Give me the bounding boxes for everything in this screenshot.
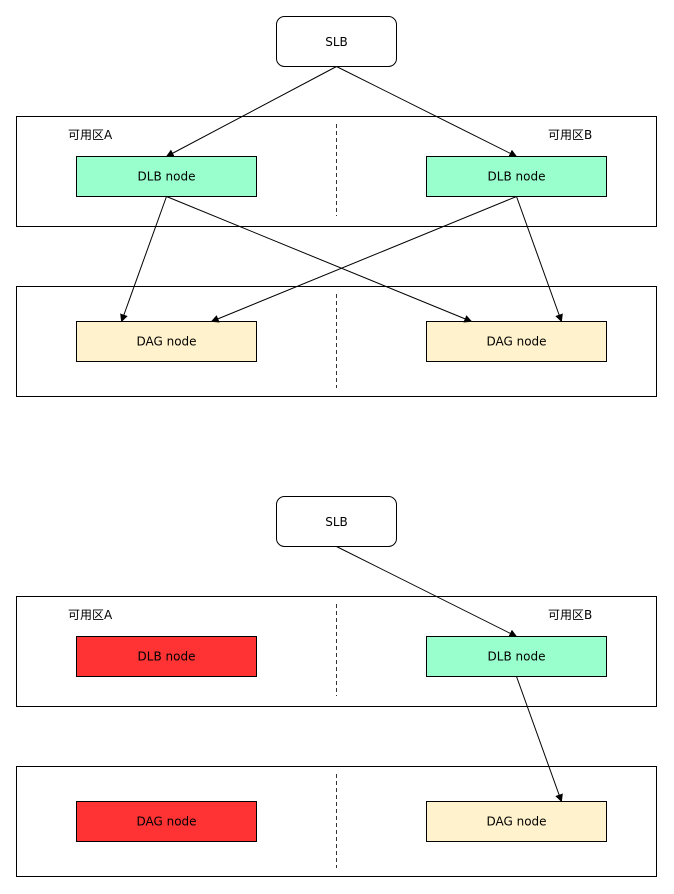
slb-node[interactable]: SLB xyxy=(276,16,397,67)
slb-label: SLB xyxy=(325,515,348,529)
edge-slb-to-dlb-b xyxy=(336,546,518,637)
edge-dlb-b-to-dag-b xyxy=(516,196,563,323)
dag-node-b-label: DAG node xyxy=(486,335,546,349)
dlb-node-a-label: DLB node xyxy=(138,650,196,664)
dag-node-b-label: DAG node xyxy=(486,815,546,829)
edge-dlb-a-to-dag-b xyxy=(166,196,473,323)
dlb-node-b[interactable]: DLB node xyxy=(426,636,607,677)
dlb-node-a-failed[interactable]: DLB node xyxy=(76,636,257,677)
slb-node[interactable]: SLB xyxy=(276,496,397,547)
diagram-1: 可用区A 可用区B SLB DLB node DLB node DAG node… xyxy=(16,16,657,397)
dlb-layer-box xyxy=(16,116,657,227)
edge-dlb-b-to-dag-b xyxy=(516,676,563,803)
edge-slb-to-dlb-b xyxy=(336,66,518,157)
zone-b-label: 可用区B xyxy=(548,608,592,622)
edge-dlb-b-to-dag-a xyxy=(210,196,517,323)
edge-slb-to-dlb-a xyxy=(165,66,337,157)
dag-layer-box xyxy=(16,286,657,397)
diagram-2: 可用区A 可用区B SLB DLB node DLB node DAG node… xyxy=(16,496,657,877)
edge-dlb-a-to-dag-a xyxy=(120,196,167,323)
slb-label: SLB xyxy=(325,35,348,49)
dag-node-a-label: DAG node xyxy=(136,815,196,829)
dag-node-b[interactable]: DAG node xyxy=(426,321,607,362)
dlb-node-b-label: DLB node xyxy=(488,170,546,184)
dag-node-a[interactable]: DAG node xyxy=(76,321,257,362)
dag-node-a-label: DAG node xyxy=(136,335,196,349)
dlb-layer-box xyxy=(16,596,657,707)
dag-node-b[interactable]: DAG node xyxy=(426,801,607,842)
zone-a-label: 可用区A xyxy=(68,608,113,622)
dag-layer-box xyxy=(16,766,657,877)
dlb-node-b-label: DLB node xyxy=(488,650,546,664)
zone-b-label: 可用区B xyxy=(548,128,592,142)
dlb-node-b[interactable]: DLB node xyxy=(426,156,607,197)
dlb-node-a-label: DLB node xyxy=(138,170,196,184)
dlb-node-a[interactable]: DLB node xyxy=(76,156,257,197)
dag-node-a-failed[interactable]: DAG node xyxy=(76,801,257,842)
zone-a-label: 可用区A xyxy=(68,128,113,142)
